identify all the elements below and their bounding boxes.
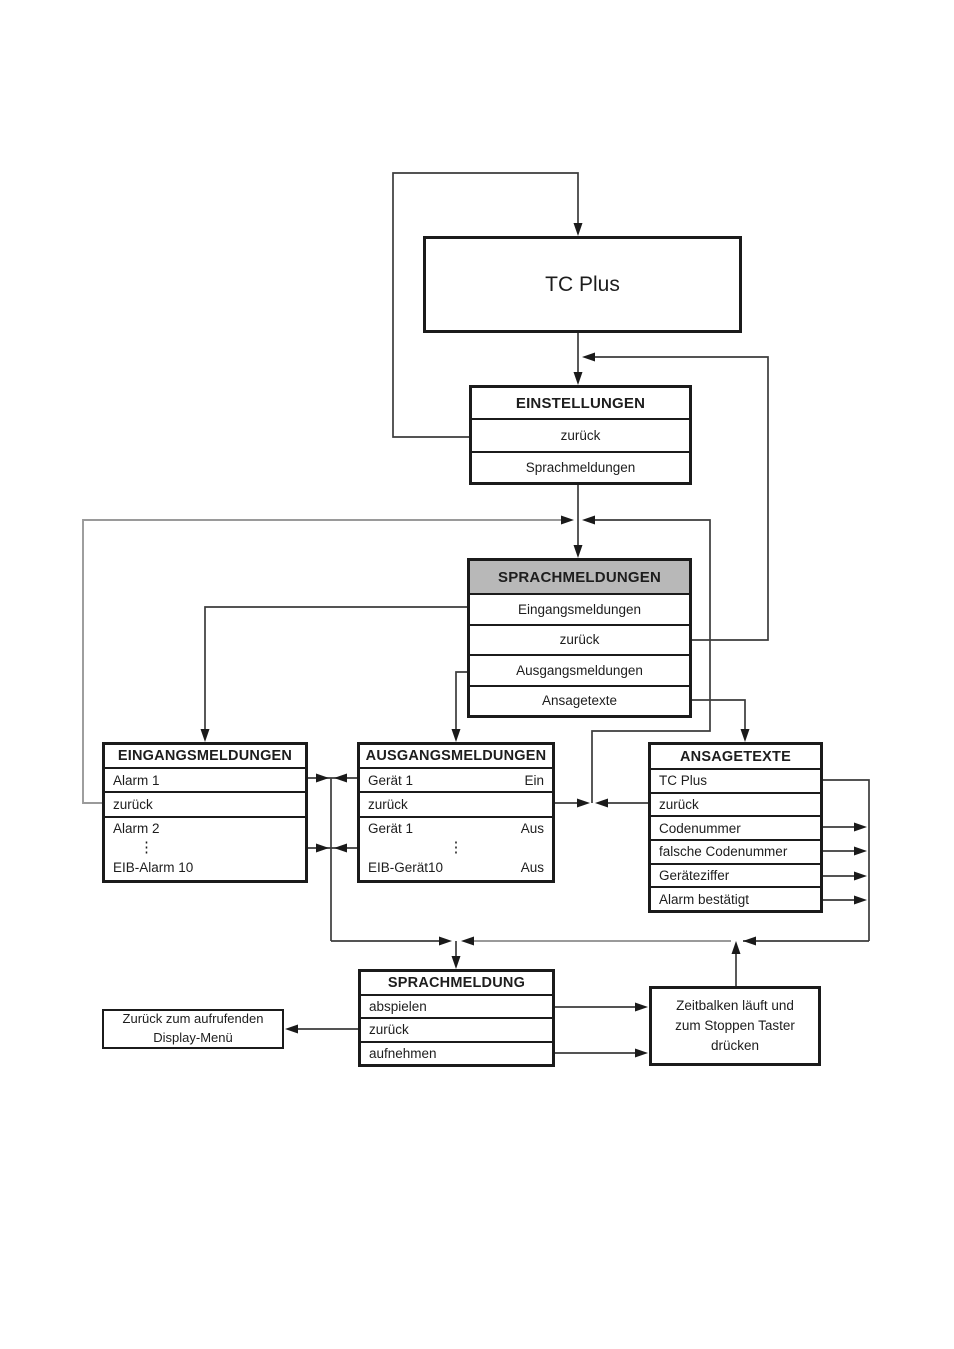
menu-item-label: Gerät 1 [368, 772, 414, 788]
connector-eingangs-zurueck-return [82, 519, 562, 804]
arrow-left-icon [582, 352, 595, 362]
node-einstellungen: EINSTELLUNGEN zurück Sprachmeldungen [469, 385, 692, 485]
menu-item-geraet-1-ein: Gerät 1 Ein [360, 769, 552, 793]
menu-item-geraeteziffer: Geräteziffer [651, 865, 820, 889]
node-ansagetexte: ANSAGETEXTE TC Plus zurück Codenummer fa… [648, 742, 823, 913]
node-eingangsmeldungen-title: EINGANGSMELDUNGEN [105, 745, 305, 769]
arrow-right-icon [854, 871, 867, 881]
menu-item-zurueck: zurück [361, 1019, 552, 1043]
arrow-down-icon [573, 223, 583, 236]
menu-item-eib-geraet10-aus: EIB-Gerät10 Aus [368, 860, 544, 875]
arrow-left-icon [334, 773, 347, 783]
menu-item-sprachmeldungen: Sprachmeldungen [525, 460, 636, 475]
arrow-left-icon [461, 936, 474, 946]
arrow-right-icon [635, 1048, 648, 1058]
menu-range-alarme: Alarm 2 ⋮ EIB-Alarm 10 [105, 818, 305, 880]
menu-range-geraete: Gerät 1 Aus ⋮ EIB-Gerät10 Aus [360, 818, 552, 880]
menu-item-ausgangsmeldungen: Ausgangsmeldungen [470, 656, 689, 687]
menu-item-tc-plus: TC Plus [651, 770, 820, 794]
menu-item-eib-alarm-10: EIB-Alarm 10 [113, 860, 194, 875]
arrow-right-icon [854, 822, 867, 832]
node-text-line: zum Stoppen Taster [675, 1017, 795, 1033]
node-sprachmeldung: SPRACHMELDUNG abspielen zurück aufnehmen [358, 969, 555, 1067]
node-ansagetexte-title: ANSAGETEXTE [651, 745, 820, 770]
menu-item-alarm-bestaetigt: Alarm bestätigt [659, 891, 750, 907]
node-text-line: Display-Menü [153, 1030, 233, 1045]
menu-item-ansagetexte: Ansagetexte [541, 693, 618, 709]
node-sprachmeldung-title: SPRACHMELDUNG [361, 972, 552, 996]
arrow-right-icon [561, 515, 574, 525]
menu-item-label: Gerät 1 [368, 821, 414, 836]
ellipsis-icon: ⋮ [139, 839, 154, 857]
arrow-down-icon [573, 372, 583, 385]
arrow-left-icon [743, 936, 756, 946]
arrow-left-icon [285, 1024, 298, 1034]
arrow-right-icon [316, 773, 329, 783]
menu-item-state: Ein [524, 772, 544, 788]
arrow-down-icon [740, 729, 750, 742]
node-sprachmeldungen: SPRACHMELDUNGEN Eingangsmeldungen zurück… [467, 558, 692, 718]
node-sprachmeldungen-title: SPRACHMELDUNGEN [470, 561, 689, 595]
node-ausgangsmeldungen: AUSGANGSMELDUNGEN Gerät 1 Ein zurück Ger… [357, 742, 555, 883]
connector-to-ausgangsmeldungen [455, 671, 467, 735]
node-text-line: drücken [710, 1038, 760, 1054]
node-tc-plus-title: TC Plus [545, 272, 620, 296]
connector-right-zurueck-return [591, 519, 711, 803]
menu-item-falsche-codenummer: falsche Codenummer [651, 841, 820, 865]
menu-item-zurueck: zurück [470, 626, 689, 656]
connector-ansage-tcplus-row [823, 779, 870, 941]
arrow-left-icon [582, 515, 595, 525]
arrow-right-icon [439, 936, 452, 946]
node-text-line: Zurück zum aufrufenden [122, 1011, 264, 1027]
menu-item-geraet-1-aus: Gerät 1 Aus [368, 821, 544, 836]
connector-to-eingangsmeldungen [204, 606, 467, 735]
arrow-right-icon [577, 798, 590, 808]
node-tc-plus: TC Plus [423, 236, 742, 333]
node-ausgangsmeldungen-title: AUSGANGSMELDUNGEN [360, 745, 552, 769]
arrow-down-icon [451, 956, 461, 969]
menu-item-state: Aus [520, 860, 544, 875]
menu-item-aufnehmen: aufnehmen [369, 1045, 437, 1061]
arrow-left-icon [595, 798, 608, 808]
ellipsis-icon: ⋮ [448, 839, 464, 857]
connector-zurueck-to-tcplus [392, 172, 579, 438]
arrow-down-icon [451, 729, 461, 742]
connector-sprachmeldungen-zurueck-return [585, 356, 769, 641]
menu-item-zurueck: zurück [105, 793, 305, 818]
arrow-up-icon [731, 941, 741, 954]
arrow-right-icon [854, 895, 867, 905]
node-text-line: Zeitbalken läuft und [676, 997, 794, 1013]
menu-item-codenummer: Codenummer [651, 817, 820, 842]
menu-item-abspielen: abspielen [361, 996, 552, 1020]
menu-item-alarm-1: Alarm 1 [105, 769, 305, 793]
arrow-right-icon [635, 1002, 648, 1012]
arrow-down-icon [573, 545, 583, 558]
node-eingangsmeldungen: EINGANGSMELDUNGEN Alarm 1 zurück Alarm 2… [102, 742, 308, 883]
node-zurueck-display-menue: Zurück zum aufrufenden Display-Menü [102, 1009, 284, 1049]
arrow-right-icon [854, 846, 867, 856]
menu-item-eingangsmeldungen: Eingangsmeldungen [470, 595, 689, 626]
arrow-down-icon [200, 729, 210, 742]
menu-item-label: EIB-Gerät10 [368, 860, 444, 875]
menu-item-zurueck: zurück [651, 794, 820, 818]
arrow-right-icon [316, 843, 329, 853]
menu-item-zurueck: zurück [472, 420, 689, 453]
node-einstellungen-title: EINSTELLUNGEN [472, 388, 689, 420]
connector-to-ansagetexte [692, 699, 746, 735]
node-zeitbalken: Zeitbalken läuft und zum Stoppen Taster … [649, 986, 821, 1066]
menu-item-label: zurück [368, 797, 408, 812]
arrow-left-icon [334, 843, 347, 853]
menu-item-alarm-2: Alarm 2 [113, 821, 160, 836]
menu-item-state: Aus [520, 821, 544, 836]
menu-item-zurueck: zurück [360, 793, 552, 818]
